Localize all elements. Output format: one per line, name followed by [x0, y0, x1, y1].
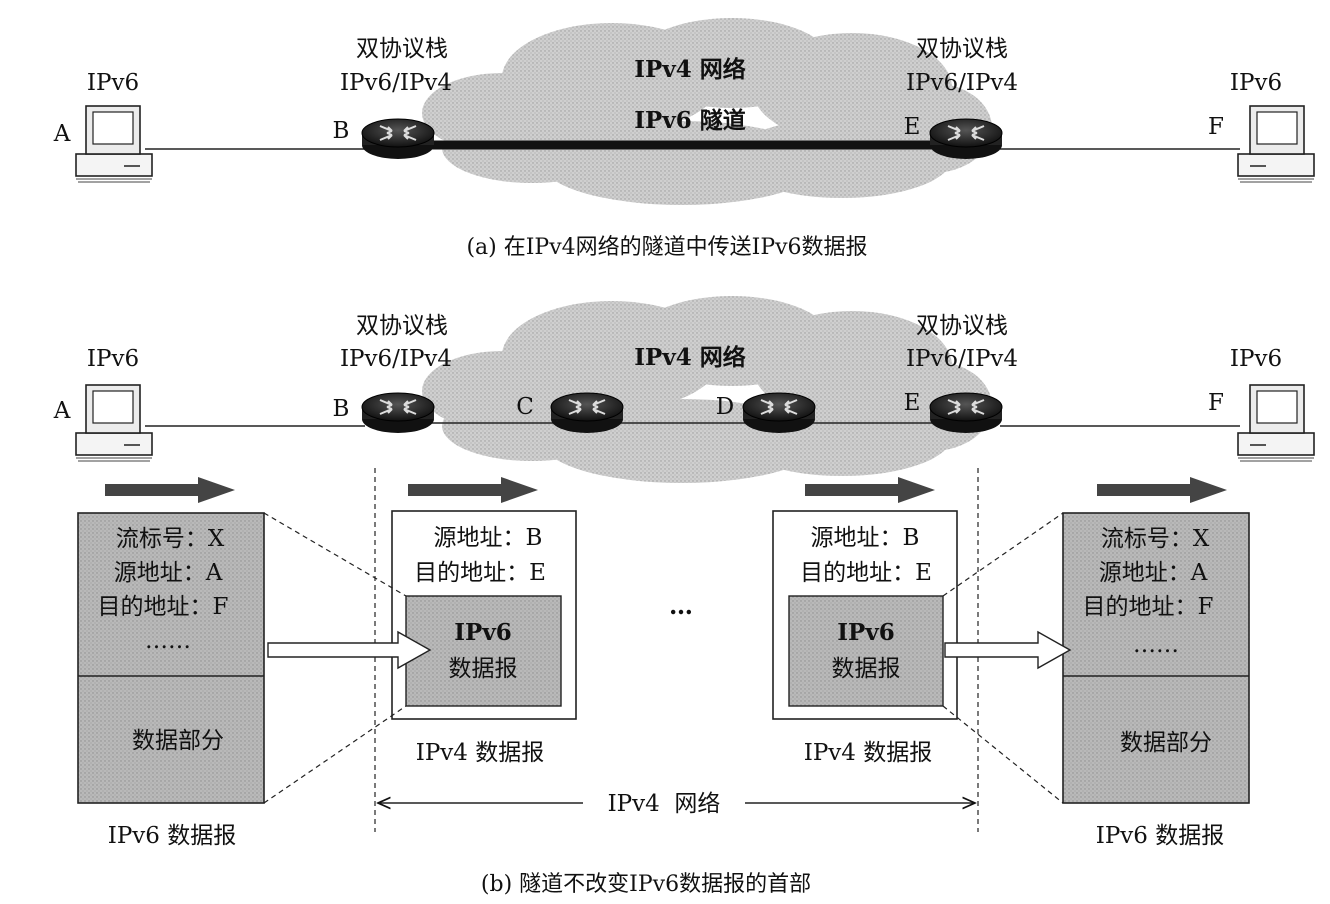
encapsulated-payload-line-1: IPv6	[454, 619, 511, 646]
destination-address-field-right: 目的地址：F	[1083, 594, 1214, 620]
left-host-type-label: IPv6	[87, 70, 139, 96]
router-e-label-b: E	[904, 390, 921, 416]
encapsulated-payload-line-2: 数据报	[449, 656, 518, 682]
router-c-label: C	[516, 394, 534, 420]
more-fields-ellipsis-right: ……	[1133, 632, 1179, 658]
left-stack-label: 双协议栈	[356, 36, 448, 62]
router-b-icon	[361, 118, 435, 160]
flow-label-field-right: 流标号：X	[1101, 526, 1210, 552]
router-e-icon	[929, 118, 1003, 160]
router-d-label: D	[716, 394, 734, 420]
left-stack-protocols: IPv6/IPv4	[340, 70, 452, 96]
left-stack-label-b: 双协议栈	[356, 313, 448, 339]
host-a-label: A	[53, 121, 71, 147]
router-b-label: B	[333, 118, 350, 144]
ipv6-datagram-right: 流标号：X 源地址：A 目的地址：F …… 数据部分	[1062, 512, 1250, 804]
left-stack-protocols-b: IPv6/IPv4	[340, 346, 452, 372]
span-label: IPv4 网络	[608, 791, 721, 817]
router-b-label-b: B	[333, 396, 350, 422]
direction-arrow-4	[1097, 477, 1227, 503]
right-stack-label: 双协议栈	[916, 36, 1008, 62]
host-f-computer-icon	[1237, 105, 1315, 183]
cloud-label-b: IPv4 网络	[634, 344, 745, 371]
direction-arrow-1	[105, 477, 235, 503]
ipv4-source-address: 源地址：B	[434, 525, 543, 551]
ipv4-source-address-right: 源地址：B	[811, 525, 920, 551]
ipv4-destination-address: 目的地址：E	[414, 560, 546, 586]
ipv4-destination-address-right: 目的地址：E	[800, 560, 932, 586]
router-e-icon-b	[929, 392, 1003, 434]
router-c-icon	[550, 392, 624, 434]
ipv6-datagram-label-left: IPv6 数据报	[108, 823, 237, 849]
direction-arrow-3	[805, 477, 935, 503]
ipv4-datagram-label-left: IPv4 数据报	[416, 740, 545, 766]
caption-b: (b) 隧道不改变IPv6数据报的首部	[481, 872, 811, 897]
cloud-label-a: IPv4 网络	[634, 56, 745, 83]
left-host-type-label-b: IPv6	[87, 346, 139, 372]
part-a: IPv6 IPv6 A F B E 双协议栈 IPv6/IPv4 双协议栈 IP…	[53, 18, 1315, 260]
router-b-icon-b	[361, 392, 435, 434]
data-part-label: 数据部分	[132, 728, 224, 754]
decapsulate-arrow	[944, 630, 1072, 670]
encapsulate-arrow	[267, 630, 432, 670]
right-stack-protocols: IPv6/IPv4	[906, 70, 1018, 96]
projection-lines	[263, 512, 1064, 804]
right-stack-label-b: 双协议栈	[916, 313, 1008, 339]
host-a-computer-icon	[75, 105, 153, 183]
router-d-icon	[742, 392, 816, 434]
direction-arrow-2	[408, 477, 538, 503]
part-b: IPv6 IPv6 A F B C D E 双协议栈 IPv6/IPv4 双协议…	[53, 296, 1315, 897]
ipv6-datagram-label-right: IPv6 数据报	[1096, 823, 1225, 849]
encapsulated-payload-line-1-right: IPv6	[837, 619, 894, 646]
ipv4-datagram-label-right: IPv4 数据报	[804, 740, 933, 766]
router-e-label: E	[904, 114, 921, 140]
tunnel-label: IPv6 隧道	[634, 107, 745, 134]
ipv4-datagram-left: 源地址：B 目的地址：E IPv6 数据报	[391, 510, 577, 720]
more-fields-ellipsis: ……	[145, 628, 191, 654]
right-host-type-label-b: IPv6	[1230, 346, 1282, 372]
host-f-label-b: F	[1208, 390, 1224, 416]
encapsulated-payload-line-2-right: 数据报	[832, 656, 901, 682]
source-address-field-right: 源地址：A	[1099, 560, 1208, 586]
flow-label-field: 流标号：X	[116, 526, 225, 552]
destination-address-field: 目的地址：F	[98, 594, 229, 620]
ipv6-datagram-left: 流标号：X 源地址：A 目的地址：F …… 数据部分	[77, 512, 265, 804]
ipv4-datagram-right: 源地址：B 目的地址：E IPv6 数据报	[772, 510, 958, 720]
host-a-computer-icon-b	[75, 384, 153, 462]
caption-a: (a) 在IPv4网络的隧道中传送IPv6数据报	[466, 235, 867, 260]
right-host-type-label: IPv6	[1230, 70, 1282, 96]
source-address-field: 源地址：A	[114, 560, 223, 586]
host-f-label: F	[1208, 114, 1224, 140]
host-f-computer-icon-b	[1237, 384, 1315, 462]
ellipsis-between-datagrams: …	[669, 591, 693, 620]
data-part-label-right: 数据部分	[1120, 730, 1212, 756]
host-a-label-b: A	[53, 398, 71, 424]
right-stack-protocols-b: IPv6/IPv4	[906, 346, 1018, 372]
